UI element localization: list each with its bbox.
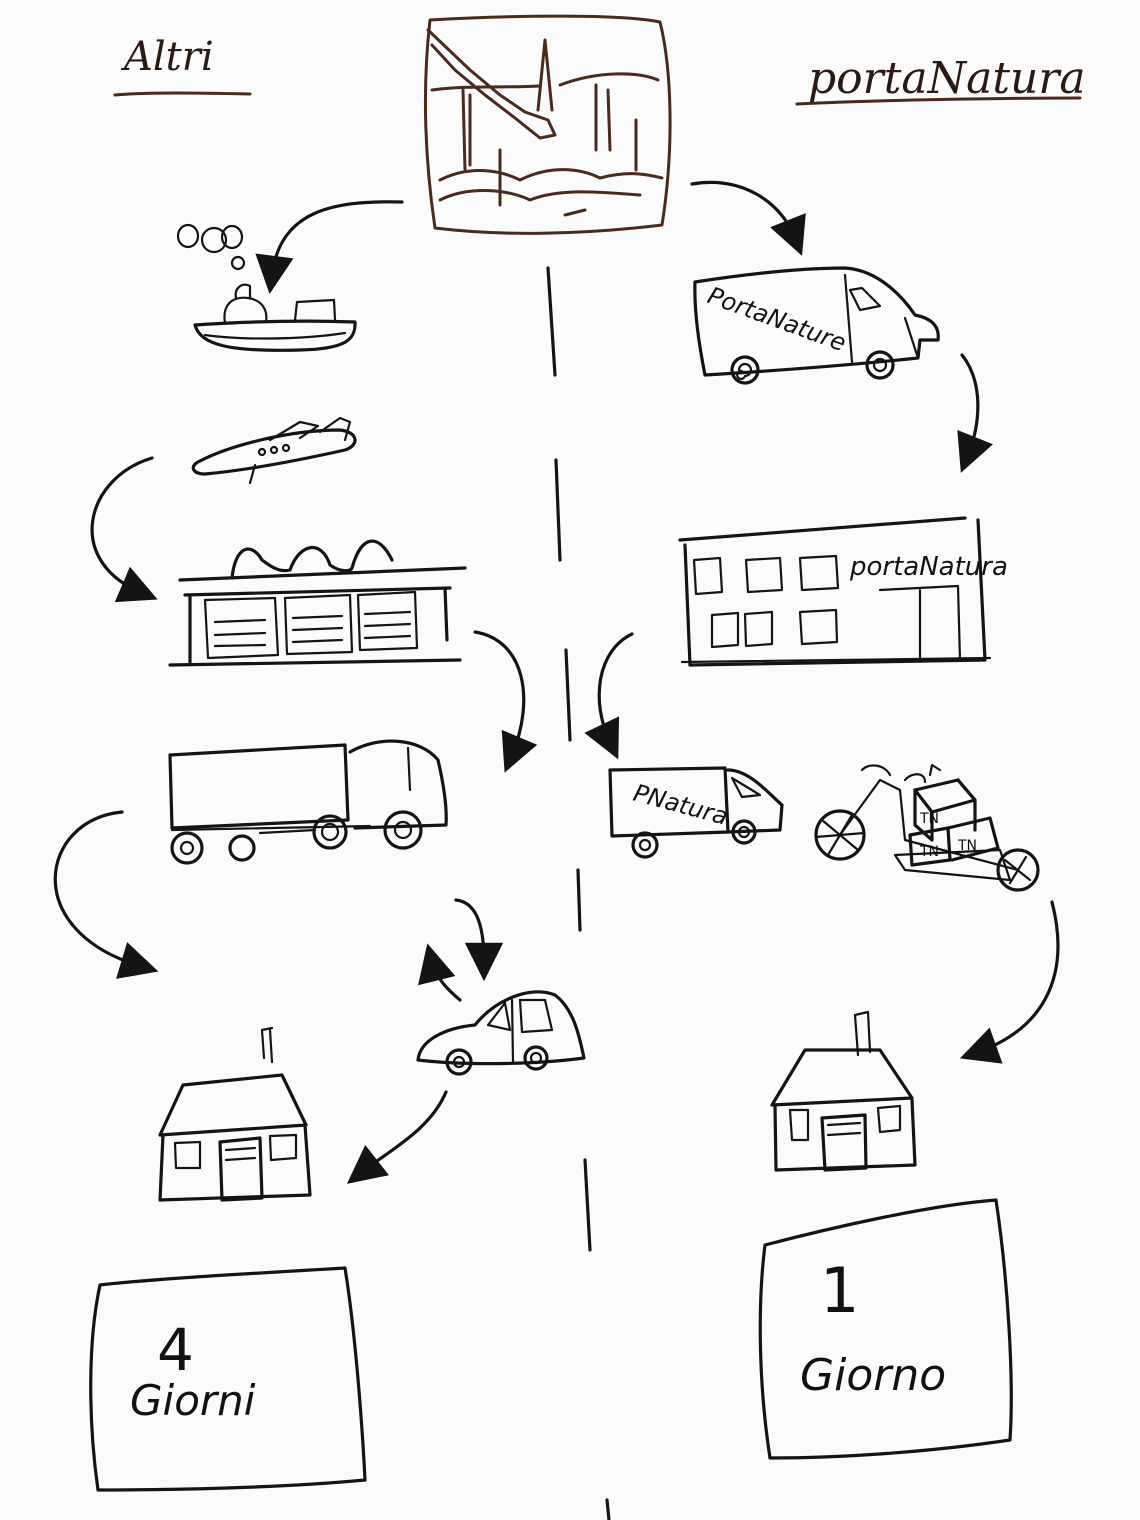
flow-arrow-icon bbox=[690, 180, 806, 256]
left-days-number: 4 bbox=[157, 1316, 194, 1384]
flow-arrow-icon bbox=[959, 900, 1060, 1064]
small-truck-icon: PNatura bbox=[608, 766, 784, 859]
small-truck-brand-label: PNatura bbox=[630, 779, 730, 831]
van-brand-label: PortaNature bbox=[704, 281, 850, 357]
car-icon bbox=[416, 990, 586, 1076]
smoke-icon bbox=[176, 223, 246, 271]
lorry-icon bbox=[168, 739, 448, 865]
right-result-box: 1 Giorno bbox=[758, 1198, 1013, 1460]
forest-scene-icon bbox=[423, 14, 672, 235]
right-title: portaNatura bbox=[808, 53, 1086, 104]
box-stamp-2: TN bbox=[919, 844, 939, 860]
left-column-header: Altri bbox=[113, 34, 252, 97]
flow-arrow-icon bbox=[255, 200, 404, 295]
house-icon bbox=[770, 1010, 917, 1172]
left-title: Altri bbox=[120, 34, 214, 80]
flow-arrow-icon bbox=[90, 456, 158, 603]
right-days-number: 1 bbox=[820, 1254, 859, 1327]
right-column-header: portaNatura bbox=[795, 53, 1086, 106]
left-days-unit: Giorni bbox=[130, 1376, 256, 1425]
box-stamp-1: TN bbox=[919, 811, 939, 827]
ship-icon bbox=[193, 283, 357, 352]
flow-arrow-icon bbox=[454, 898, 504, 982]
box-stamp-3: TN bbox=[957, 838, 977, 854]
flow-arrow-icon bbox=[473, 630, 538, 773]
flow-arrow-icon bbox=[53, 810, 159, 979]
airplane-icon bbox=[191, 416, 357, 485]
cargo-bike-icon: TN TN TN bbox=[814, 763, 1040, 892]
left-result-box: 4 Giorni bbox=[89, 1266, 367, 1492]
airport-hangar-icon bbox=[168, 539, 467, 667]
flow-arrow-icon bbox=[346, 1090, 448, 1184]
flow-arrow-icon bbox=[418, 943, 462, 1002]
flow-arrow-icon bbox=[584, 632, 634, 760]
house-icon bbox=[158, 1026, 312, 1202]
flow-arrow-icon bbox=[957, 353, 993, 473]
warehouse-icon: portaNatura bbox=[678, 516, 1008, 667]
right-days-unit: Giorno bbox=[800, 1350, 946, 1401]
center-divider bbox=[546, 266, 611, 1520]
warehouse-brand-label: portaNatura bbox=[849, 552, 1008, 582]
delivery-van-icon: PortaNature bbox=[693, 266, 940, 385]
